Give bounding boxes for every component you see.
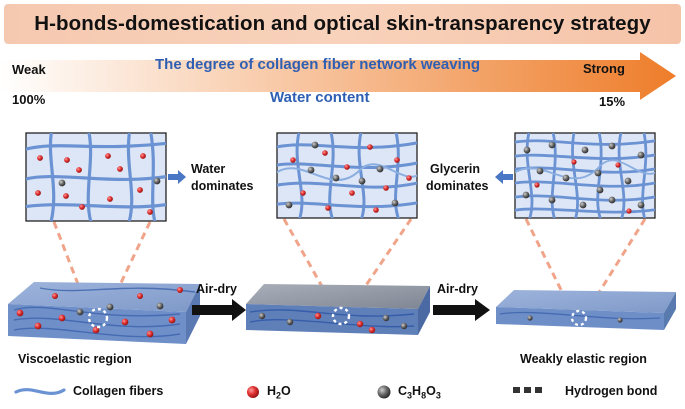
legend-water-sub: 2 — [276, 390, 282, 401]
air-dry-label-2: Air-dry — [437, 282, 478, 296]
legend-water-label: H2O — [267, 384, 291, 401]
diagram-title: H-bonds-domestication and optical skin-t… — [34, 12, 651, 35]
panel-water-dominant — [25, 132, 167, 222]
water-content-left: 100% — [12, 92, 46, 107]
water-content-caption: Water content — [270, 89, 370, 106]
blue-note-arrows — [168, 170, 513, 184]
slab-intermediate-film — [246, 284, 430, 335]
glycerol-molecules-2 — [285, 141, 399, 209]
air-dry-arrows — [192, 299, 490, 321]
water-note-line-2: dominates — [191, 179, 254, 193]
air-dry-label-1: Air-dry — [196, 282, 237, 296]
legend-hbond-label: Hydrogen bond — [565, 384, 658, 398]
legend-fiber-icon — [14, 388, 66, 396]
legend-gly-o-sub: 3 — [435, 390, 441, 401]
legend-glycerol-label: C3H8O3 — [398, 384, 441, 401]
weaving-caption: The degree of collagen fiber network wea… — [155, 56, 481, 73]
legend-gly-o: O — [426, 384, 436, 398]
glycerol-molecules — [58, 177, 161, 187]
legend-gly-h-sub: 8 — [421, 390, 427, 401]
legend-gly-h: H — [412, 384, 422, 398]
legend-fibers-label: Collagen fibers — [73, 384, 164, 398]
legend-water-h: H — [267, 384, 277, 398]
legend-glycerol-icon — [377, 385, 391, 399]
glycerin-note-line-1: Glycerin — [430, 162, 481, 176]
title-banner: H-bonds-domestication and optical skin-t… — [4, 4, 681, 44]
glycerol-molecules-3 — [522, 141, 645, 209]
legend-gly-c-sub: 3 — [407, 390, 413, 401]
strong-label: Strong — [583, 61, 625, 76]
water-molecules-3 — [534, 159, 632, 214]
viscoelastic-region-label: Viscoelastic region — [18, 352, 132, 366]
weakly-elastic-region-label: Weakly elastic region — [520, 352, 647, 366]
slab-dry-film — [496, 290, 676, 330]
water-molecules — [35, 153, 153, 215]
panel-transition — [276, 132, 418, 219]
legend-water-icon — [247, 386, 259, 398]
weak-label: Weak — [12, 62, 46, 77]
panel-glycerin-dominant — [514, 132, 656, 219]
water-content-right: 15% — [599, 94, 626, 109]
legend-water-o: O — [281, 384, 291, 398]
slab-wet-film — [8, 282, 200, 344]
legend-hbond-icon — [513, 387, 542, 393]
glycerin-note-line-2: dominates — [426, 179, 489, 193]
legend-gly-c: C — [398, 384, 408, 398]
water-note-line-1: Water — [191, 162, 226, 176]
gradient-arrow — [0, 52, 676, 100]
water-molecules-2 — [290, 144, 412, 213]
